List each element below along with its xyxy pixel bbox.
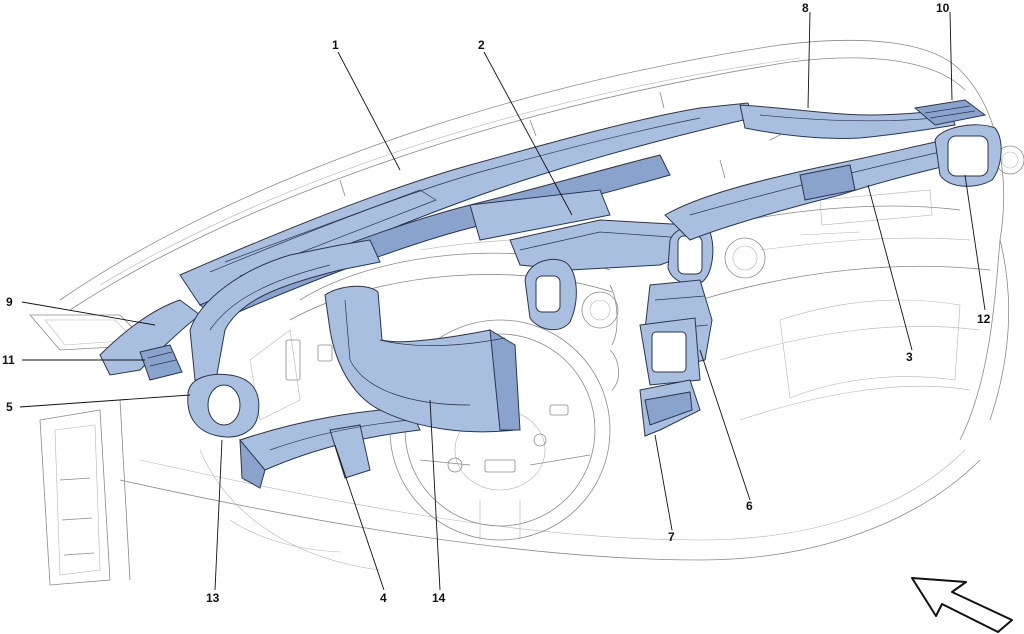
callout-8: 8	[802, 1, 809, 15]
callout-3: 3	[906, 350, 913, 364]
leader-line-1	[337, 51, 401, 171]
leader-line-7	[654, 434, 673, 531]
leader-line-6	[699, 349, 751, 501]
leader-line-14	[429, 399, 441, 591]
leader-line-2	[483, 51, 573, 216]
leader-line-13	[214, 439, 223, 591]
leader-line-4	[334, 444, 385, 591]
callout-6: 6	[746, 499, 753, 513]
direction-arrow-icon	[911, 577, 1013, 633]
callout-7: 7	[668, 530, 675, 544]
callout-5: 5	[6, 400, 13, 414]
callout-1: 1	[332, 38, 339, 52]
leader-line-5	[19, 394, 191, 408]
leader-line-8	[807, 11, 811, 109]
callout-14: 14	[432, 591, 446, 605]
lower-left-footwell-duct	[239, 407, 421, 481]
air-duct-parts	[99, 99, 1002, 489]
leader-line-10	[949, 11, 953, 101]
central-bent-duct	[324, 285, 516, 433]
left-dash-vertical-duct	[189, 239, 381, 386]
callout-9: 9	[6, 295, 13, 309]
callout-4: 4	[380, 591, 387, 605]
callout-13: 13	[206, 591, 220, 605]
callout-labels: 1 2 3 4 5 6 7 8 9 10 11 12 13 14	[2, 1, 991, 605]
callout-10: 10	[936, 1, 950, 15]
leader-line-9	[21, 301, 156, 326]
leader-lines	[19, 11, 986, 591]
leader-line-12	[964, 174, 986, 311]
upper-right-defrost-duct	[739, 104, 956, 139]
left-side-vent-nozzle	[139, 344, 183, 381]
callout-2: 2	[478, 38, 485, 52]
leader-line-3	[867, 184, 913, 351]
callout-12: 12	[977, 312, 991, 326]
callout-11: 11	[2, 353, 15, 367]
